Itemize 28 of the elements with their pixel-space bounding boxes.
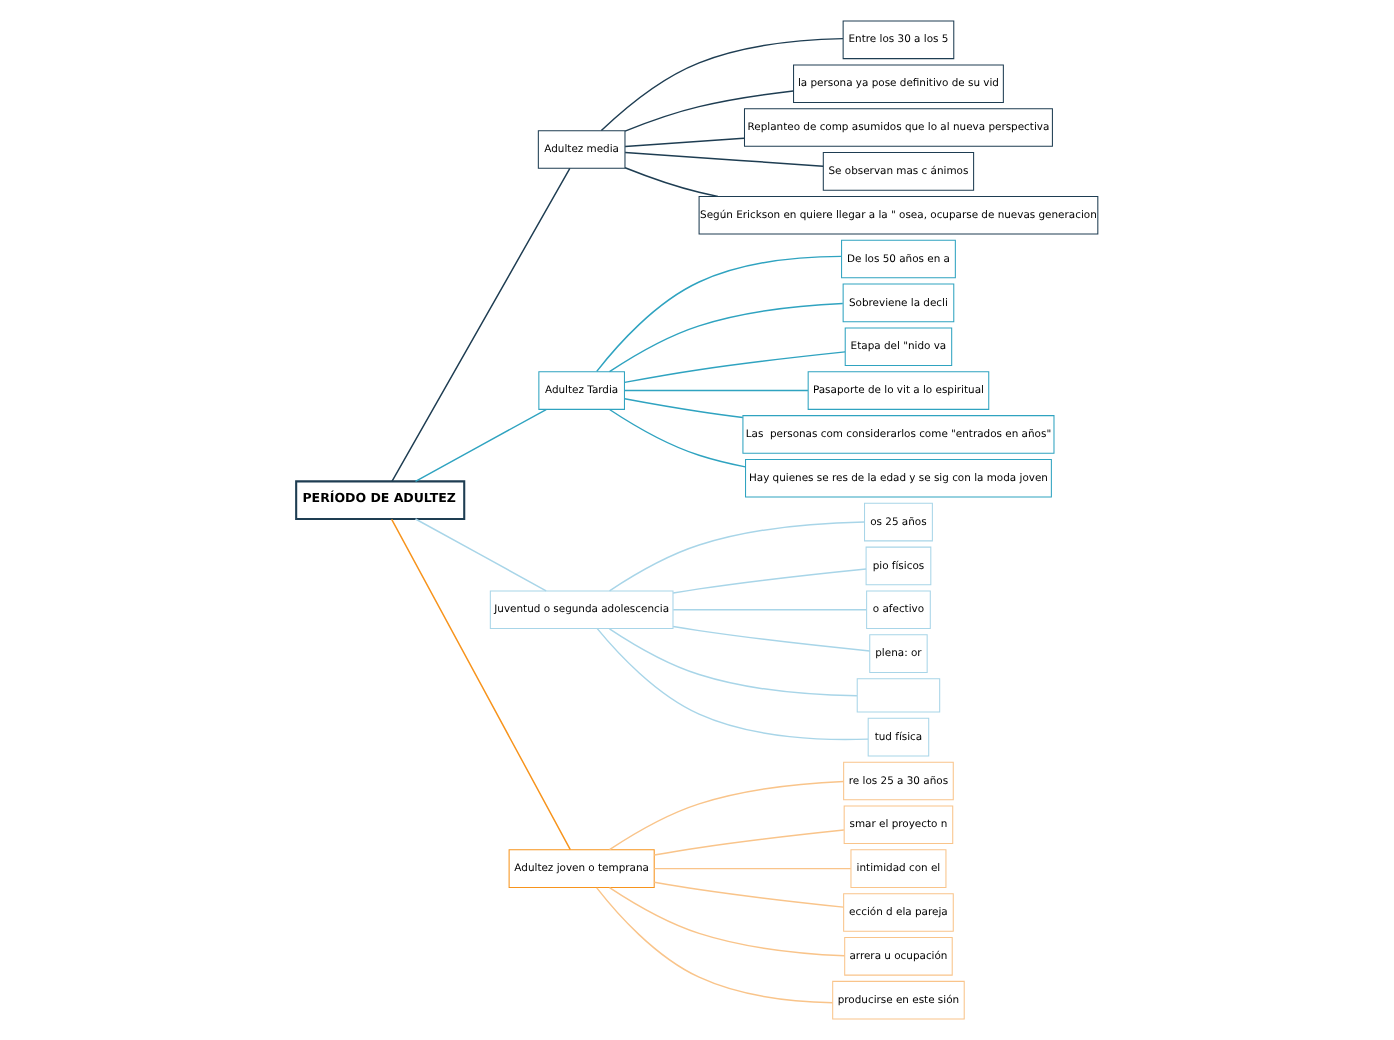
connector	[623, 389, 809, 392]
connector	[624, 151, 824, 167]
connector	[624, 167, 719, 198]
connector	[608, 886, 846, 957]
connector	[391, 167, 571, 483]
connector	[672, 568, 867, 594]
connector	[623, 351, 846, 384]
connector	[623, 398, 744, 419]
connector	[596, 255, 843, 373]
connector	[414, 408, 547, 483]
connector	[672, 625, 871, 652]
connector	[390, 518, 571, 851]
connector	[414, 518, 547, 592]
connector	[596, 887, 834, 1004]
connector	[608, 628, 858, 697]
connector	[624, 137, 746, 148]
connector	[596, 627, 869, 741]
connector	[600, 37, 844, 132]
connector	[653, 867, 852, 870]
connector	[624, 90, 794, 132]
connector	[608, 408, 747, 468]
node-box	[856, 678, 941, 713]
connector	[653, 829, 845, 856]
connector	[608, 521, 865, 592]
connector	[653, 881, 845, 908]
connector	[608, 302, 844, 373]
connector	[672, 609, 868, 611]
connector	[608, 780, 845, 851]
